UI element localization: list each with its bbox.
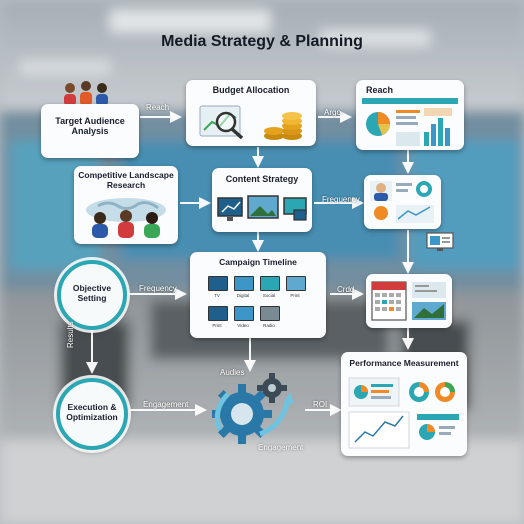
timeline-media-item: Print <box>206 304 228 330</box>
edge-label-roi: ROI <box>313 400 328 409</box>
edge-label-crdd: Crdd <box>337 285 355 294</box>
devices-icon <box>217 195 307 221</box>
edge-label-audies: Audies <box>220 368 245 377</box>
media-device-icon <box>286 276 306 291</box>
edge-label-engagement-left: Engagement <box>143 400 189 409</box>
node-execution-label: Execution & Optimization <box>66 402 118 422</box>
media-device-icon <box>260 306 280 321</box>
edge-label-engagement-bottom: Engagement <box>258 443 304 452</box>
node-budget-label: Budget Allocation <box>212 85 290 95</box>
gears-cycle-icon <box>212 373 294 444</box>
node-performance-label: Performance Measurement <box>349 358 459 368</box>
timeline-media-label: Print <box>290 293 300 298</box>
node-objective-label: Objective Setting <box>72 283 112 303</box>
media-device-icon <box>234 306 254 321</box>
timeline-media-label: Digital <box>236 293 250 298</box>
node-audience-dashboard[interactable] <box>364 175 441 229</box>
media-device-icon <box>234 276 254 291</box>
charts-icon <box>348 377 459 449</box>
people-icon <box>64 81 108 106</box>
timeline-media-item: Digital <box>232 274 254 300</box>
node-schedule[interactable] <box>366 274 452 328</box>
calendar-icon <box>371 281 446 321</box>
node-content-label: Content Strategy <box>225 174 299 184</box>
timeline-media-item: Video <box>232 304 254 330</box>
timeline-media-item: Radio <box>258 304 280 330</box>
timeline-media-item: TV <box>206 274 228 300</box>
globe-people-icon <box>86 198 166 238</box>
timeline-media-label: Social <box>262 293 276 298</box>
edge-label-argo: Argo <box>324 108 341 117</box>
node-competitive-landscape[interactable]: Competitive Landscape Research <box>74 166 178 244</box>
node-budget-allocation[interactable]: Budget Allocation <box>186 80 316 146</box>
profile-dashboard-icon <box>370 181 434 223</box>
media-device-icon <box>208 276 228 291</box>
node-timeline-label: Campaign Timeline <box>219 257 297 267</box>
node-reach-label: Reach <box>366 85 394 95</box>
timeline-media-label: TV <box>214 293 220 298</box>
node-performance-measurement[interactable]: Performance Measurement <box>341 352 467 456</box>
node-competitive-label: Competitive Landscape Research <box>78 170 174 190</box>
node-content-strategy[interactable]: Content Strategy <box>212 168 312 232</box>
media-device-icon <box>208 306 228 321</box>
page-title: Media Strategy & Planning <box>161 33 363 50</box>
node-target-audience[interactable]: Target Audience Analysis <box>41 104 139 158</box>
timeline-media-label: Radio <box>263 323 275 328</box>
edge-label-frequency-left: Frequency <box>139 284 177 293</box>
dashboard-icon <box>362 98 458 146</box>
coins-icon <box>264 112 302 140</box>
timeline-media-item: Social <box>258 274 280 300</box>
timeline-media-item: Print <box>284 274 306 300</box>
magnifier-chart-icon <box>199 105 244 140</box>
node-target-audience-label: Target Audience Analysis <box>55 116 125 137</box>
edge-label-frequency-top: Frequency <box>322 195 360 204</box>
edge-label-results: Results <box>66 321 75 348</box>
timeline-media-label: Video <box>237 323 249 328</box>
monitor-icon <box>426 232 454 251</box>
edge-label-reach: Reach <box>146 103 170 112</box>
media-device-icon <box>260 276 280 291</box>
node-reach[interactable]: Reach <box>356 80 464 150</box>
node-objective-setting[interactable]: Objective Setting <box>57 260 127 330</box>
timeline-media-label: Print <box>212 323 222 328</box>
node-execution-optimization[interactable]: Execution & Optimization <box>56 378 128 450</box>
